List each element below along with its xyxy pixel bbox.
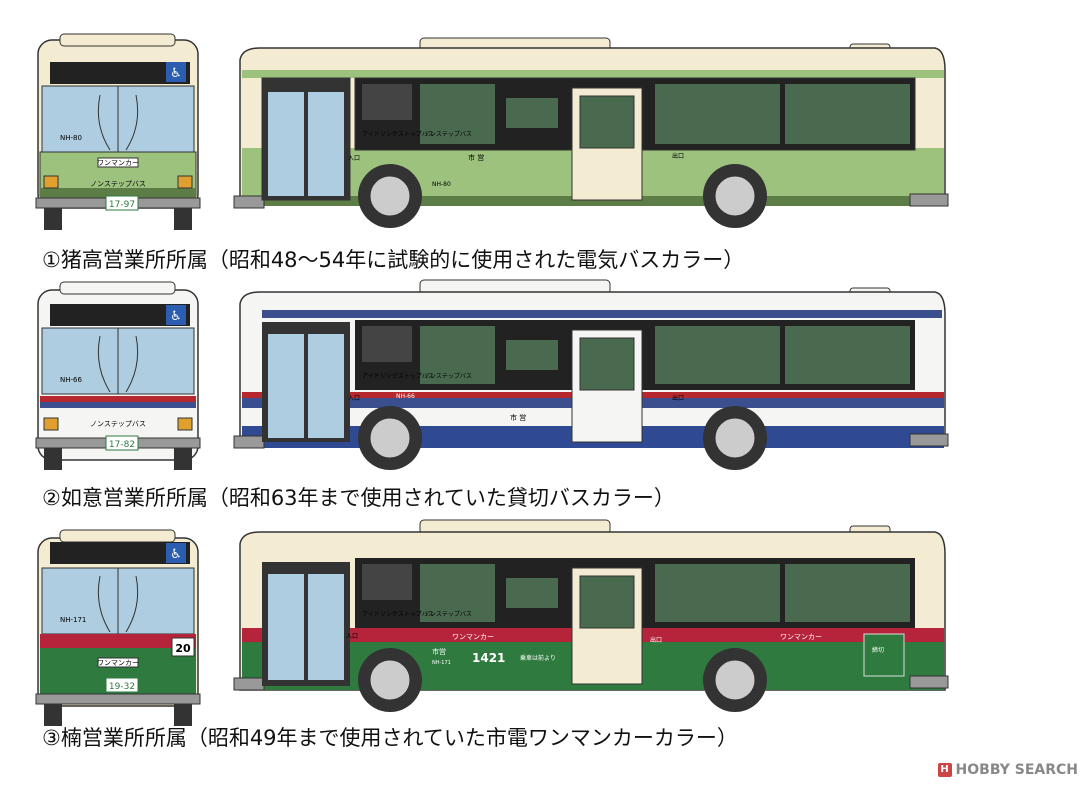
caption-bus-1: ①猪高営業所所属（昭和48〜54年に試験的に使用された電気バスカラー） <box>42 248 745 272</box>
front-nonstep-label: ノンステップバス <box>90 420 146 428</box>
bus-illustration-2: ♿ NH-66 ノンステップバス 17-82 <box>35 279 949 470</box>
caption-bus-2: ②如意営業所所属（昭和63年まで使用されていた貸切バスカラー） <box>42 486 675 510</box>
bus-illustration-3: ♿ NH-171 20 ワンマンカー 19-32 <box>35 519 949 726</box>
side-entry-label: 入口 <box>348 395 360 402</box>
hobby-search-logo: H HOBBY SEARCH <box>937 762 1078 778</box>
license-plate: 17-82 <box>109 440 135 450</box>
side-exit-label: 出口 <box>672 152 684 160</box>
license-plate: 17-97 <box>109 200 135 210</box>
wheelchair-icon <box>166 62 186 82</box>
bus-row-2: ♿ NH-66 ノンステップバス 17-82 <box>0 260 1086 510</box>
side-idling-label: アイドリングストップバス <box>362 610 434 618</box>
side-oneman-label: ワンマンカー <box>452 633 494 641</box>
front-route-number: NH-66 <box>60 376 82 384</box>
license-plate: 19-32 <box>109 682 135 692</box>
bus-front-view: ♿ <box>35 281 201 470</box>
front-route-sign: 20 <box>175 642 191 655</box>
hobby-search-text: HOBBY SEARCH <box>955 762 1078 778</box>
side-idling-label: アイドリングストップバス <box>362 130 434 138</box>
side-nonstep-label: ノンステップバス <box>424 131 472 138</box>
side-boarding-label: 乗車は前より <box>520 654 556 662</box>
side-route-number: NH-80 <box>432 181 451 188</box>
front-oneman-label: ワンマンカー <box>97 659 139 667</box>
caption-bus-3: ③楠営業所所属（昭和49年まで使用されていた市電ワンマンカーカラー） <box>42 726 738 750</box>
bus-front-view: ♿ <box>35 529 201 726</box>
wheelchair-icon: ♿ <box>170 309 182 324</box>
bus-row-3: ♿ NH-171 20 ワンマンカー 19-32 <box>0 510 1086 760</box>
side-nonstep-label: ノンステップバス <box>424 611 472 618</box>
bus-row-1: ♿ NH-80 ワンマンカー ノンステップバス 17-97 <box>0 0 1086 272</box>
bus-front-view: ♿ <box>35 33 201 230</box>
side-operator-name: 市営 <box>432 647 446 656</box>
destination-sign <box>50 62 190 84</box>
side-operator-name: 市 営 <box>510 413 526 422</box>
side-route-number: NH-171 <box>432 660 451 666</box>
wheelchair-icon: ♿ <box>170 547 182 562</box>
side-exit-label: 出口 <box>650 636 662 644</box>
bus-side-view <box>233 37 949 228</box>
bus-illustration-1: ♿ NH-80 ワンマンカー ノンステップバス 17-97 <box>35 33 949 230</box>
side-oneman-label-rear: ワンマンカー <box>780 633 822 641</box>
front-nonstep-label: ノンステップバス <box>90 180 146 188</box>
front-route-number: NH-171 <box>60 616 86 624</box>
side-entry-label: 入口 <box>348 155 360 162</box>
svg-text:♿: ♿ <box>170 66 182 81</box>
side-reserved-label: 締切 <box>872 646 884 654</box>
side-route-number: NH-66 <box>396 393 415 400</box>
side-fleet-number: 1421 <box>472 651 505 665</box>
front-route-number: NH-80 <box>60 134 82 142</box>
side-exit-label: 出口 <box>672 394 684 402</box>
hobby-search-mark-icon: H <box>937 763 952 777</box>
side-entry-label: 入口 <box>346 633 358 640</box>
side-nonstep-label: ノンステップバス <box>424 373 472 380</box>
front-oneman-label: ワンマンカー <box>97 159 139 167</box>
side-idling-label: アイドリングストップバス <box>362 372 434 380</box>
bus-side-view <box>233 519 949 712</box>
side-operator-name: 市 営 <box>468 153 484 162</box>
bus-side-view <box>233 279 949 470</box>
